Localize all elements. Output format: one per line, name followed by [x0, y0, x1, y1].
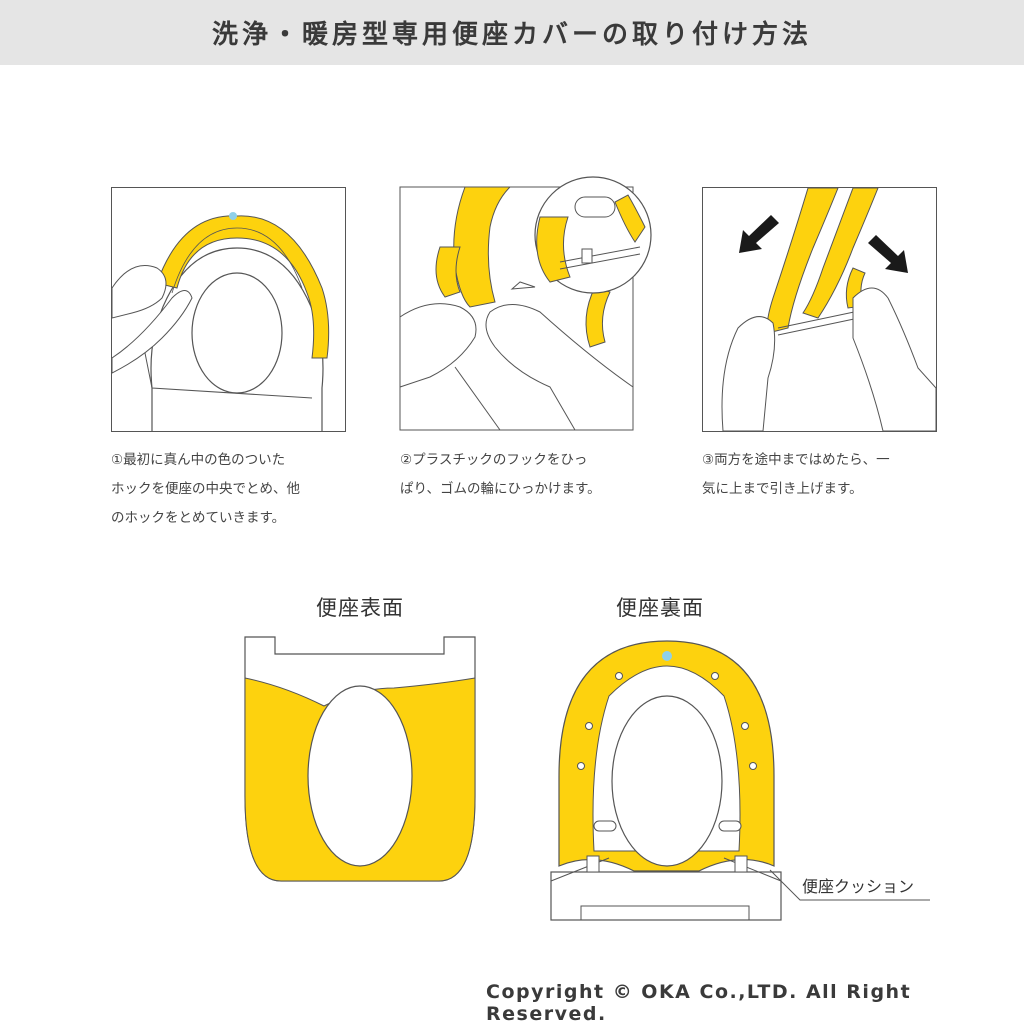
step-3-illustration: [702, 187, 937, 432]
step-1-illustration: [111, 187, 346, 432]
copyright-text: Copyright © OKA Co.,LTD. All Right Reser…: [486, 981, 912, 1025]
step-2-caption: ②プラスチックのフックをひっ ぱり、ゴムの輪にひっかけます。: [400, 452, 601, 497]
cushion-label: 便座クッション: [802, 877, 915, 896]
page-title: 洗浄・暖房型専用便座カバーの取り付け方法: [211, 20, 812, 50]
cushion-leader-line: [769, 869, 930, 901]
header-bar: 洗浄・暖房型専用便座カバーの取り付け方法: [0, 0, 1024, 65]
seat-front-diagram: [244, 636, 476, 882]
step-1-caption: ①最初に真ん中の色のついた ホックを便座の中央でとめ、他 のホックをとめていきま…: [111, 452, 300, 526]
back-diagram-title: 便座裏面: [616, 596, 704, 620]
step-3-caption: ③両方を途中まではめたら、一 気に上まで引き上げます。: [702, 452, 890, 497]
front-diagram-title: 便座表面: [316, 596, 404, 620]
seat-back-diagram: [550, 640, 782, 921]
step-2-illustration: [399, 176, 652, 431]
